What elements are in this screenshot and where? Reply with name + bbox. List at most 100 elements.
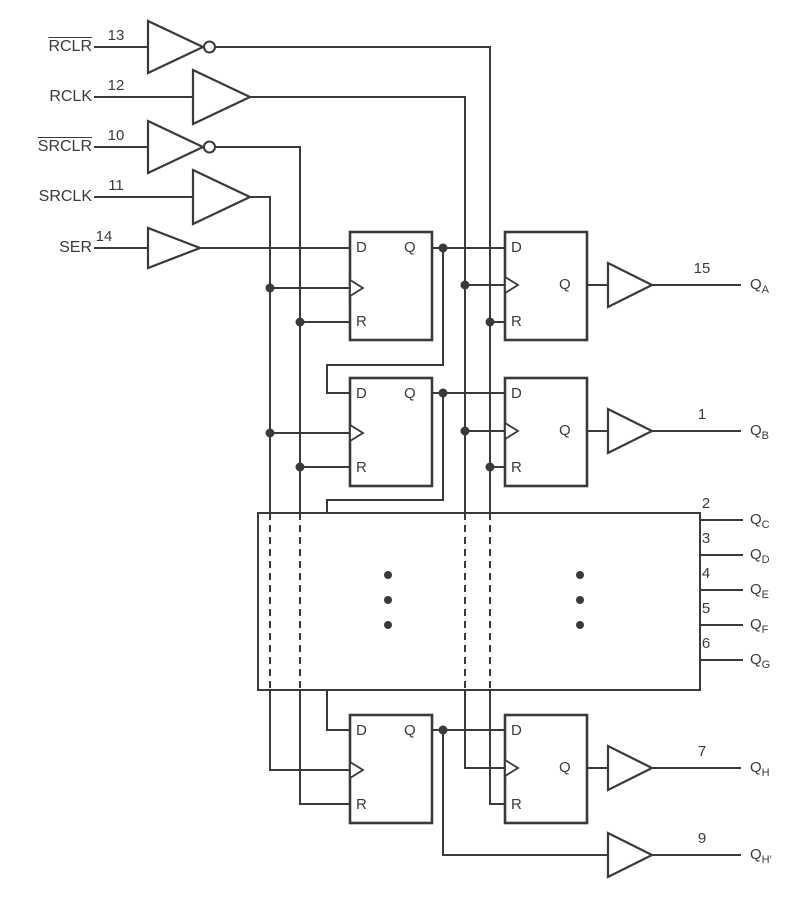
output-base: Q — [750, 616, 762, 633]
ff-r-label: R — [511, 459, 522, 476]
buffer-srclk — [191, 168, 253, 226]
input-label-srclr: SRCLR — [0, 136, 92, 158]
clock-edge-icon — [504, 275, 520, 295]
input-label-rclr: RCLR — [0, 36, 92, 58]
junction-dot — [438, 725, 448, 735]
wire-layer — [94, 46, 743, 856]
ff-r-label: R — [356, 313, 367, 330]
pin-number: 1 — [697, 406, 707, 423]
flipflop-shift-h — [348, 713, 434, 825]
wire-stage-b-to-box — [326, 392, 444, 514]
flipflop-latch-a — [503, 230, 589, 342]
ff-r-label: R — [511, 313, 522, 330]
output-label-qe: QE — [750, 579, 769, 606]
output-base: Q — [750, 276, 762, 293]
ff-d-label: D — [511, 722, 522, 739]
input-label-ser: SER — [0, 237, 92, 259]
output-label-qd: QD — [750, 544, 770, 571]
ellipsis-dot — [576, 596, 584, 604]
pin-number: 13 — [107, 27, 125, 44]
flipflop-shift-b — [348, 376, 434, 488]
clock-edge-icon — [349, 278, 365, 298]
pin-number: 14 — [95, 228, 113, 245]
output-buffer-qb — [606, 407, 655, 455]
input-label-text: SER — [59, 239, 92, 256]
bus-dashed-segments — [269, 513, 491, 690]
clock-edge-icon — [349, 760, 365, 780]
output-subscript: E — [761, 589, 770, 601]
ff-q-label: Q — [559, 422, 571, 439]
pin-number: 3 — [701, 530, 711, 547]
output-buffer-qh — [606, 744, 655, 792]
ellipsis-dot — [576, 571, 584, 579]
junction-dot — [265, 283, 275, 293]
output-subscript: G — [761, 659, 771, 671]
input-gates — [146, 19, 253, 270]
junction-dot — [295, 317, 305, 327]
ff-q-label: Q — [404, 722, 416, 739]
output-label-qf: QF — [750, 614, 768, 641]
junction-dot — [460, 426, 470, 436]
output-label-qc: QC — [750, 509, 770, 536]
ff-d-label: D — [511, 239, 522, 256]
buffer-rclk — [191, 68, 253, 126]
output-subscript: H — [761, 767, 770, 779]
output-base: Q — [750, 581, 762, 598]
inverter-bubble-icon — [203, 140, 216, 154]
output-subscript: C — [761, 519, 770, 531]
pin-number: 2 — [701, 495, 711, 512]
pin-number: 9 — [697, 830, 707, 847]
output-base: Q — [750, 846, 762, 863]
junction-dot — [438, 388, 448, 398]
output-label-qg: QG — [750, 649, 770, 676]
ff-r-label: R — [356, 796, 367, 813]
pin-number: 15 — [693, 260, 711, 277]
buffer-ser — [146, 226, 204, 270]
wire-stage-a-to-b — [326, 247, 444, 394]
pin-number: 7 — [697, 743, 707, 760]
junction-dot — [438, 243, 448, 253]
output-buffer-qh-prime — [606, 831, 655, 879]
ellipsis-dot — [384, 571, 392, 579]
inverter-rclr — [146, 19, 206, 75]
pin-number: 11 — [108, 177, 124, 194]
inverter-srclr — [146, 119, 206, 175]
output-label-qh-prime: QH' — [750, 844, 772, 871]
junction-dot — [485, 317, 495, 327]
ff-d-label: D — [511, 385, 522, 402]
ff-q-label: Q — [404, 385, 416, 402]
pin-number: 10 — [107, 127, 125, 144]
output-subscript: B — [761, 430, 770, 442]
output-subscript: F — [761, 624, 769, 636]
output-buffers — [606, 261, 655, 879]
ff-d-label: D — [356, 385, 367, 402]
junction-dot — [295, 462, 305, 472]
continuation-dots — [384, 571, 584, 629]
clock-edge-icon — [504, 758, 520, 778]
input-label-rclk: RCLK — [0, 86, 92, 108]
junction-dot — [460, 280, 470, 290]
input-label-text: RCLK — [49, 88, 92, 105]
ff-d-label: D — [356, 722, 367, 739]
junction-dot — [265, 428, 275, 438]
clock-edge-icons — [349, 275, 520, 780]
ellipsis-dot — [576, 621, 584, 629]
pin-number: 5 — [701, 600, 711, 617]
junction-dots — [265, 243, 495, 735]
ff-r-label: R — [511, 796, 522, 813]
output-base: Q — [750, 546, 762, 563]
ff-q-label: Q — [559, 759, 571, 776]
pin-number: 4 — [701, 565, 711, 582]
pin-number: 6 — [701, 635, 711, 652]
wire-box-to-stage-h — [326, 689, 351, 731]
ff-d-label: D — [356, 239, 367, 256]
inverter-bubble-icon — [203, 40, 216, 54]
output-subscript: D — [761, 554, 770, 566]
output-subscript: H' — [761, 854, 772, 866]
output-base: Q — [750, 651, 762, 668]
ff-q-label: Q — [404, 239, 416, 256]
output-buffer-qa — [606, 261, 655, 309]
output-base: Q — [750, 511, 762, 528]
